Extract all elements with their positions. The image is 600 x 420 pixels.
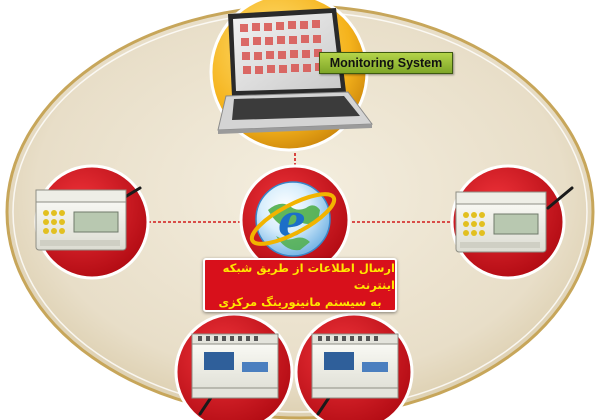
- io-controller-icon: [311, 333, 399, 416]
- center-label-line1: ارسال اطلاعات از طریق شبکه اینترنت: [222, 260, 395, 292]
- io-controller-icon: [191, 333, 279, 416]
- internet-explorer-globe-icon: e: [249, 181, 337, 257]
- controller-bottom-left: [174, 312, 294, 420]
- center-label-line2: به سیستم مانیتورینگ مرکزی: [218, 294, 382, 309]
- monitoring-station: [209, 0, 373, 152]
- internet-hub: e: [239, 164, 351, 276]
- controller-bottom-right: [294, 312, 414, 420]
- center-label-box: ارسال اطلاعات از طریق شبکه اینترنت به سی…: [203, 258, 397, 312]
- data-logger-right: [450, 164, 574, 280]
- data-logger-left: [34, 164, 150, 280]
- monitoring-system-tag: Monitoring System: [319, 52, 453, 74]
- data-logger-icon: [455, 186, 574, 253]
- data-logger-icon: [35, 186, 142, 251]
